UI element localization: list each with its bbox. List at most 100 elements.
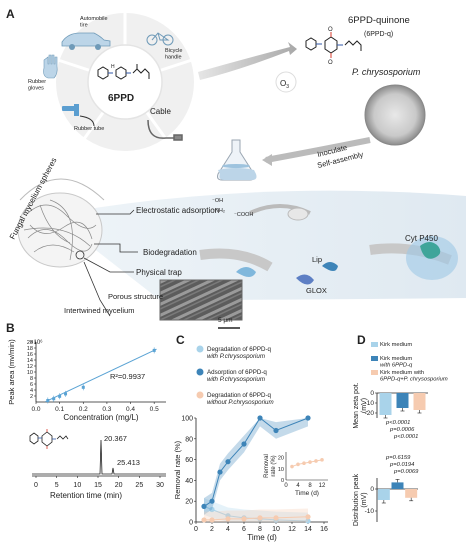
data-point xyxy=(209,506,215,513)
6ppd-structure xyxy=(97,64,150,80)
chrom-tick-label: 15 xyxy=(94,482,102,489)
chrom-tick-label: 20 xyxy=(115,482,123,489)
y-tick-label: -20 xyxy=(365,410,375,417)
data-point xyxy=(273,427,279,434)
mech-electrostatic: Electrostatic adsorption xyxy=(136,206,219,215)
y-axis-label: Peak area (mv/min) xyxy=(7,339,16,405)
y-tick-label: -10 xyxy=(365,400,375,407)
x-tick-label: 0.5 xyxy=(150,406,159,413)
x-axis-label: Time (d) xyxy=(247,533,277,542)
data-point xyxy=(241,441,247,447)
data-point xyxy=(209,498,215,504)
y-tick-label: 80 xyxy=(185,436,193,443)
inset-y-tick-label: 10 xyxy=(278,467,284,473)
x-tick-label: 0.2 xyxy=(79,406,88,413)
6ppd-q-structure xyxy=(305,32,362,58)
y-tick-label: 60 xyxy=(185,457,193,464)
inset-y-axis-label: Removalrate (%) xyxy=(264,454,277,478)
fungus-name: P. chrysosporium xyxy=(352,67,421,77)
data-point xyxy=(152,348,156,352)
panel-a-letter: A xyxy=(6,7,15,21)
y-tick-label: 20 xyxy=(27,340,33,346)
oh-label: ⁻OH xyxy=(212,198,223,204)
bar xyxy=(377,489,390,500)
inoculate-arrow xyxy=(265,137,371,163)
inset-point xyxy=(296,462,300,467)
nh2-label: ⁻NH₂ xyxy=(212,208,225,214)
inset-point xyxy=(320,458,324,462)
p-value: p=0.0194 xyxy=(389,462,414,468)
y-tick-label: 10 xyxy=(27,370,33,376)
legend-marker xyxy=(196,345,204,353)
p-value: p=0.6159 xyxy=(385,455,411,461)
data-point xyxy=(201,503,207,509)
data-point xyxy=(225,459,231,465)
nh-label: H xyxy=(111,64,115,70)
inset-x-tick-label: 8 xyxy=(308,483,312,489)
hyphae-art xyxy=(199,204,458,285)
fit-line xyxy=(45,348,157,403)
inset-point xyxy=(314,459,318,463)
legend-marker xyxy=(196,391,204,399)
product-abbr: (6PPD-q) xyxy=(364,31,393,38)
y-tick-label: 6 xyxy=(30,382,33,388)
item-rubber-tube: Rubber tube xyxy=(74,126,104,132)
x-tick-label: 14 xyxy=(304,526,312,533)
inset-x-tick-label: 0 xyxy=(284,483,288,489)
y-tick-label: 16 xyxy=(27,352,33,358)
legend-marker xyxy=(196,368,204,376)
data-point xyxy=(81,385,85,389)
inoculate-arrowhead xyxy=(262,154,272,166)
enzyme-glox: GLOX xyxy=(306,286,327,295)
chrom-tick-label: 0 xyxy=(34,482,38,489)
panel-b-letter: B xyxy=(6,321,15,335)
x-tick-label: 0 xyxy=(194,526,198,533)
bar xyxy=(413,393,426,410)
bar xyxy=(405,489,418,498)
oxidation-arrow xyxy=(198,42,297,80)
panel-d-letter: D xyxy=(357,333,366,347)
glove-icon xyxy=(43,54,58,79)
y-tick-label: 0 xyxy=(370,486,374,493)
legend-label: Kirk medium xyxy=(380,342,412,348)
car-icon xyxy=(61,32,111,50)
bar xyxy=(379,393,392,415)
data-point xyxy=(241,516,247,522)
ozone-label: O3 xyxy=(280,79,289,90)
y-tick-label: 100 xyxy=(181,416,193,423)
data-point xyxy=(305,518,311,524)
data-point xyxy=(257,415,263,421)
y-axis-label: Distribution peak(mV) xyxy=(353,473,368,526)
data-point xyxy=(209,517,215,523)
data-point xyxy=(305,514,311,520)
p-value: p=0.0069 xyxy=(393,469,419,475)
x-axis-label: Concentration (mg/L) xyxy=(63,413,138,422)
x-tick-label: 6 xyxy=(242,526,246,533)
inset-point xyxy=(308,460,312,464)
inset-y-tick-label: 20 xyxy=(278,456,284,462)
y-tick-label: 8 xyxy=(30,376,33,382)
x-tick-label: 0.3 xyxy=(102,406,111,413)
flask-icon xyxy=(217,139,257,181)
data-point xyxy=(273,515,279,521)
cooh-label: ⁻COOH xyxy=(234,212,253,218)
peak-1-label: 20.367 xyxy=(104,434,127,443)
inset-point xyxy=(302,461,306,466)
data-point xyxy=(201,517,207,523)
mechanism-leaders xyxy=(75,209,138,317)
y-axis-label: Mean zeta pot.(mV) xyxy=(353,382,368,428)
data-point xyxy=(305,415,311,421)
item-cable: Cable xyxy=(150,107,171,116)
bar xyxy=(391,482,404,489)
series-line xyxy=(203,417,309,507)
